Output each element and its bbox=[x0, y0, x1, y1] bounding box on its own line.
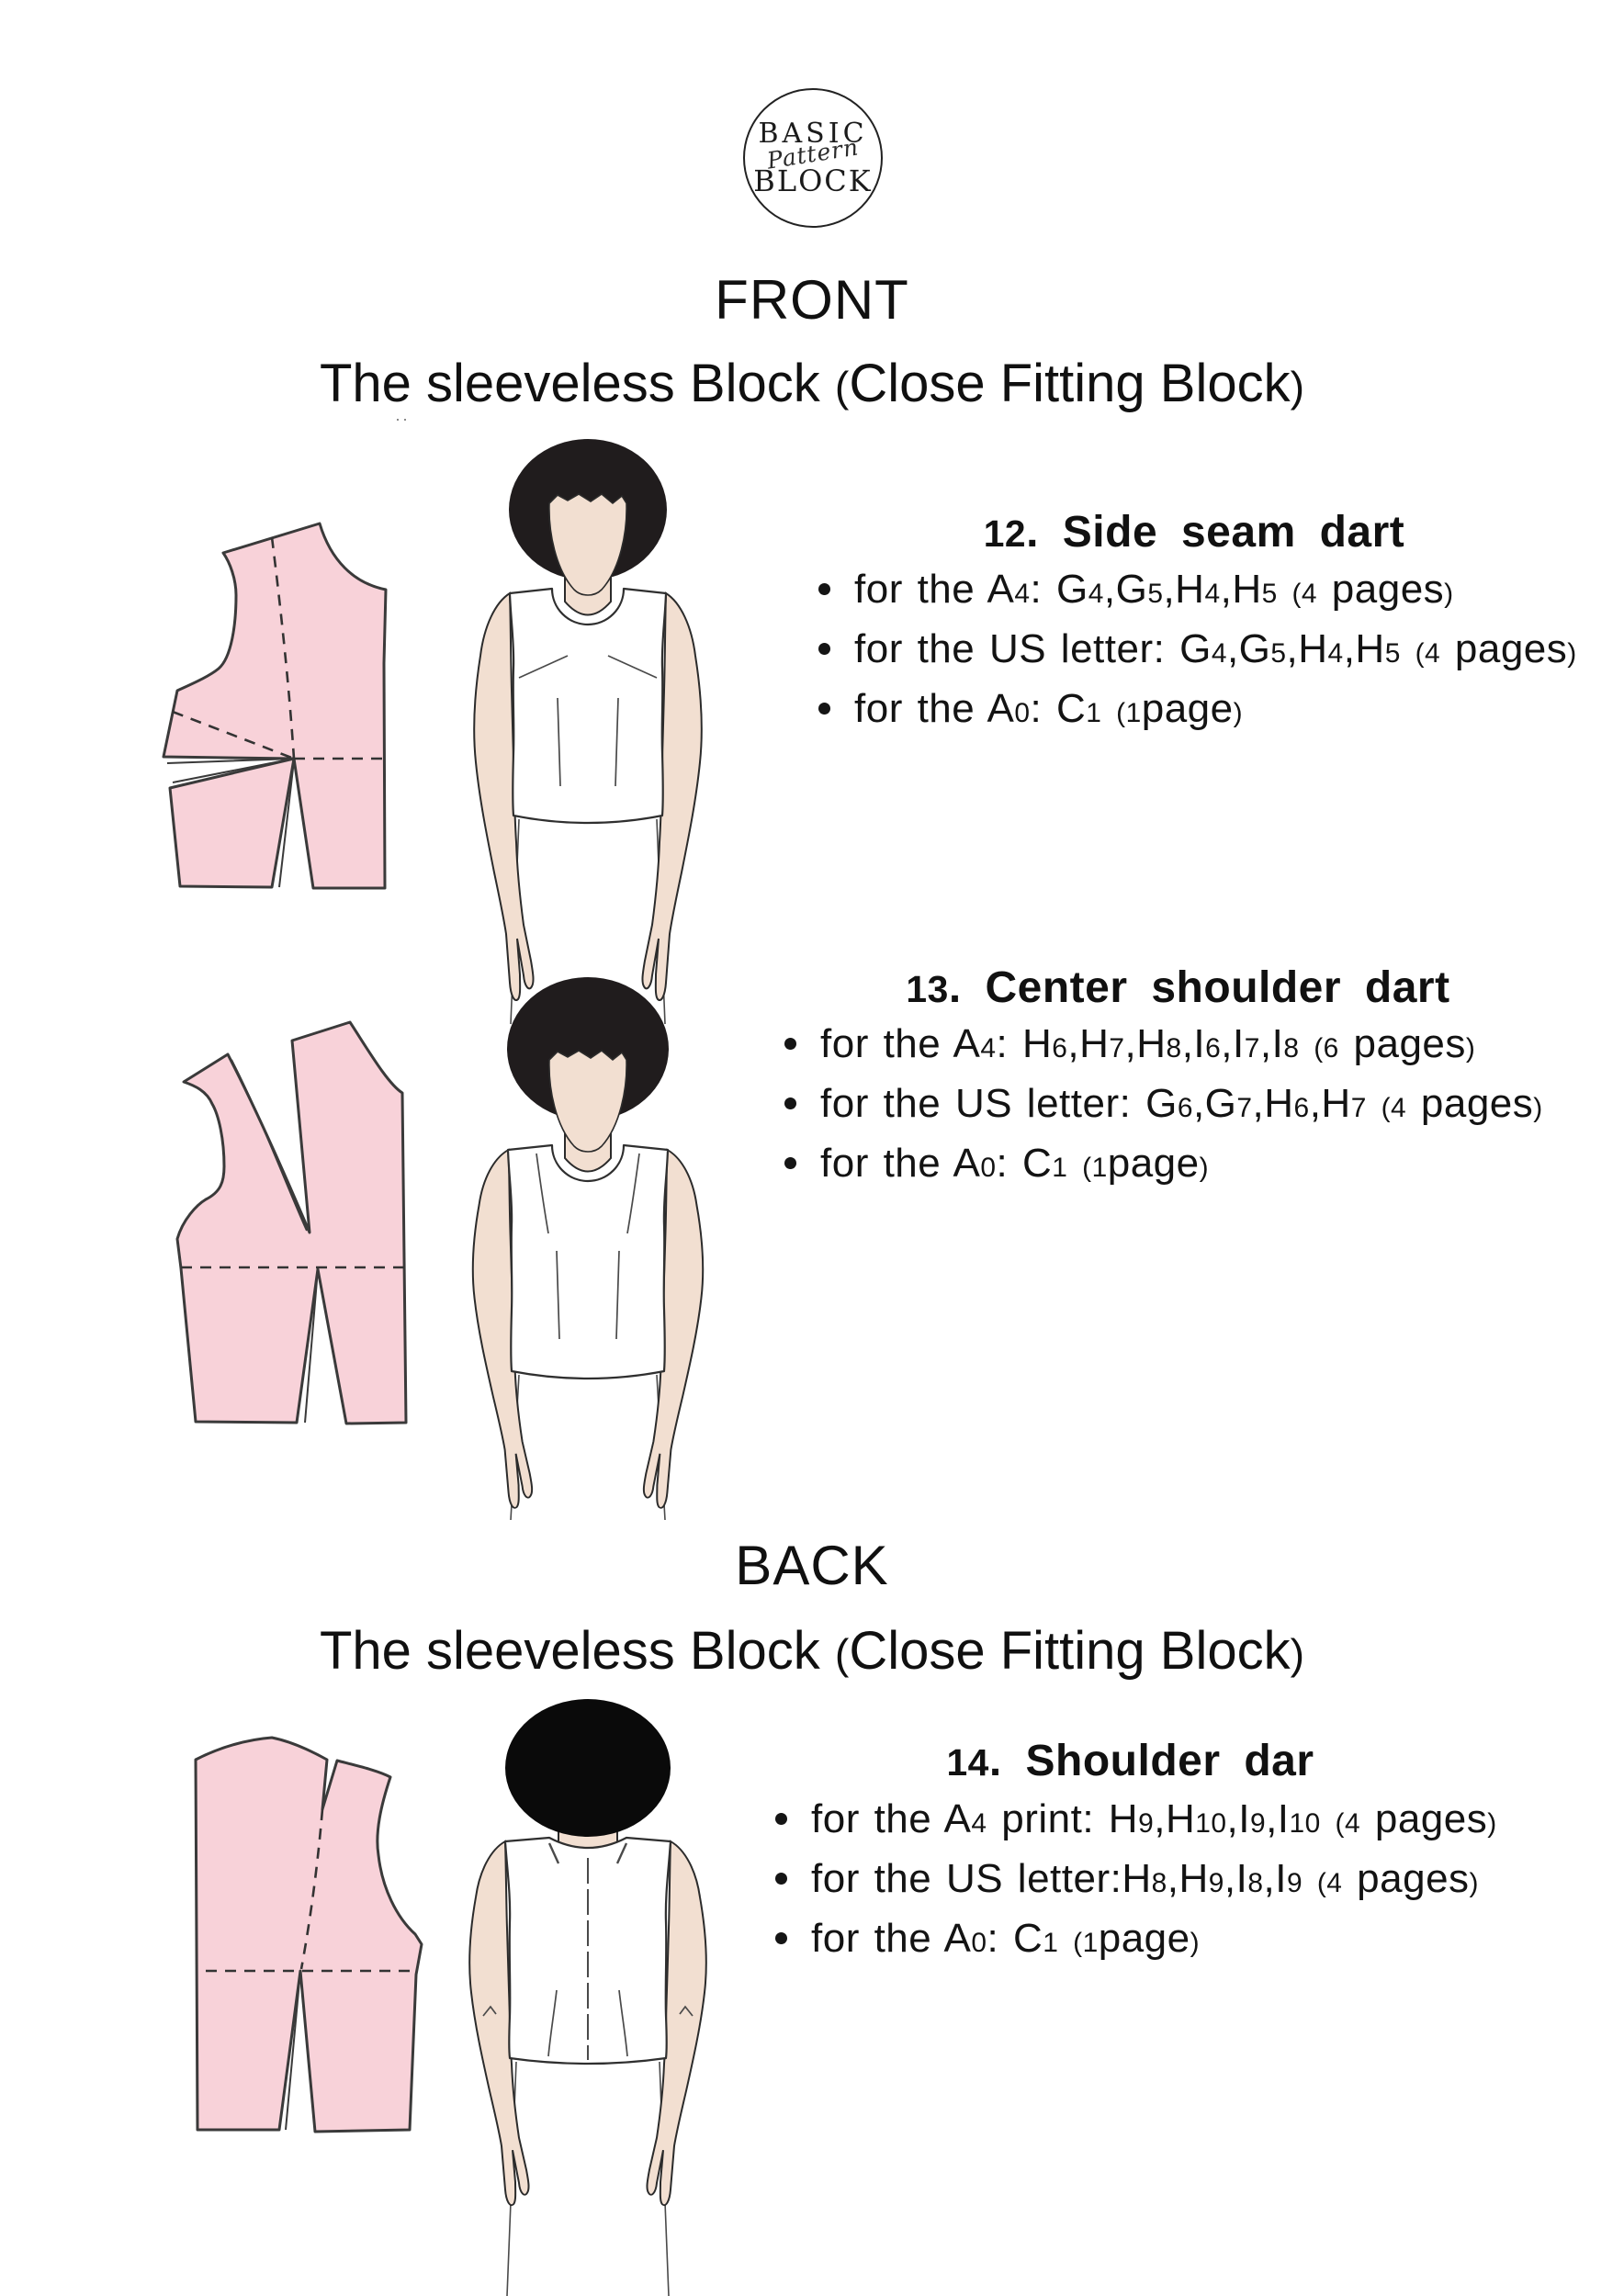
shoulder-dart-lines bbox=[536, 1153, 640, 1234]
list-item: for the A4 print: H9,H10,I9,I10 (4 pages… bbox=[769, 1789, 1497, 1849]
front-heading: FRONT bbox=[715, 269, 909, 331]
shoulder-dart-marks bbox=[547, 1842, 628, 1864]
bullet-icon bbox=[775, 1813, 787, 1825]
bullet-text: for the US letter: G4,G5,H4,H5 (4 pages) bbox=[854, 625, 1577, 671]
bullet-text: for the A4 print: H9,H10,I9,I10 (4 pages… bbox=[811, 1795, 1497, 1841]
list-item: for the US letter: G4,G5,H4,H5 (4 pages) bbox=[812, 619, 1577, 679]
bullet-text: for the A0: C1 (1page) bbox=[820, 1140, 1210, 1186]
hair bbox=[507, 977, 669, 1120]
skirt bbox=[511, 1373, 665, 1520]
skirt bbox=[507, 2060, 671, 2296]
dart-cut-sliver bbox=[166, 758, 295, 888]
pattern-piece-side-seam-dart-illustration bbox=[162, 522, 388, 890]
bullet-icon bbox=[784, 1038, 796, 1050]
bullet-icon bbox=[818, 643, 830, 655]
waist-dart-lines bbox=[547, 1989, 628, 2057]
list-item: for the A0: C1 (1page) bbox=[769, 1908, 1497, 1968]
face bbox=[548, 493, 627, 596]
list-item: for the A0: C1 (1page) bbox=[812, 679, 1577, 738]
list-item: for the A4: H6,H7,H8,I6,I7,I8 (6 pages) bbox=[778, 1014, 1543, 1074]
construction-dashed-lines bbox=[206, 1808, 415, 1973]
section-14-bullet-list: for the A4 print: H9,H10,I9,I10 (4 pages… bbox=[769, 1789, 1497, 1968]
pattern-outline bbox=[194, 1736, 423, 2133]
skirt bbox=[511, 817, 665, 1024]
figure-front-side-seam-dart-illustration bbox=[473, 439, 703, 1024]
list-item: for the A0: C1 (1page) bbox=[778, 1133, 1543, 1193]
bullet-text: for the A0: C1 (1page) bbox=[811, 1915, 1201, 1961]
bullet-text: for the A4: G4,G5,H4,H5 (4 pages) bbox=[854, 566, 1454, 612]
sleeveless-top-back bbox=[503, 1836, 672, 2065]
pattern-outline bbox=[162, 522, 388, 890]
list-item: for the US letter: G6,G7,H6,H7 (4 pages) bbox=[778, 1074, 1543, 1133]
bullet-icon bbox=[818, 583, 830, 595]
bullet-text: for the US letter: G6,G7,H6,H7 (4 pages) bbox=[820, 1080, 1543, 1126]
elbow-marks bbox=[482, 2005, 694, 2017]
construction-dashed-lines bbox=[172, 536, 384, 760]
bullet-text: for the A4: H6,H7,H8,I6,I7,I8 (6 pages) bbox=[820, 1020, 1476, 1066]
logo-word-basic: BASIC bbox=[758, 118, 868, 150]
brand-logo: BASIC Pattern BLOCK bbox=[743, 88, 883, 228]
section-12-bullet-list: for the A4: G4,G5,H4,H5 (4 pages) for th… bbox=[812, 559, 1577, 738]
pattern-piece-back-shoulder-dart-illustration bbox=[194, 1736, 423, 2133]
section-13-title: 13. Center shoulder dart bbox=[906, 963, 1450, 1012]
waist-dart-lines bbox=[557, 697, 619, 787]
hair-back-of-head bbox=[505, 1699, 671, 1837]
sleeveless-top bbox=[506, 1143, 670, 1380]
bullet-icon bbox=[775, 1873, 787, 1885]
bullet-icon bbox=[818, 703, 830, 715]
bullet-icon bbox=[784, 1157, 796, 1169]
bullet-text: for the A0: C1 (1page) bbox=[854, 685, 1244, 731]
back-subtitle: The sleeveless Block (Close Fitting Bloc… bbox=[319, 1621, 1305, 1681]
dart-cut-sliver bbox=[285, 1970, 301, 2131]
figure-front-center-shoulder-dart-illustration bbox=[471, 977, 705, 1520]
section-14-title: 14. Shoulder dar bbox=[946, 1737, 1314, 1785]
front-subtitle: The sleeveless Block (Close Fitting Bloc… bbox=[319, 354, 1305, 413]
bullet-icon bbox=[784, 1097, 796, 1109]
figure-back-shoulder-dart-illustration bbox=[468, 1699, 707, 2296]
face bbox=[548, 1050, 627, 1153]
side-seam-dart-lines bbox=[518, 655, 658, 679]
bullet-icon bbox=[775, 1932, 787, 1944]
section-12-title: 12. Side seam dart bbox=[983, 508, 1405, 557]
logo-word-block: BLOCK bbox=[753, 163, 873, 198]
stray-dots-mark: ·· bbox=[395, 410, 410, 428]
waist-dart-lines bbox=[556, 1250, 620, 1340]
back-heading: BACK bbox=[735, 1535, 889, 1596]
dart-cut-sliver bbox=[231, 1059, 319, 1424]
pattern-outline bbox=[175, 1020, 408, 1425]
list-item: for the US letter:H8,H9,I8,I9 (4 pages) bbox=[769, 1849, 1497, 1908]
pattern-piece-center-shoulder-dart-illustration bbox=[175, 1020, 408, 1425]
list-item: for the A4: G4,G5,H4,H5 (4 pages) bbox=[812, 559, 1577, 619]
bullet-text: for the US letter:H8,H9,I8,I9 (4 pages) bbox=[811, 1855, 1480, 1901]
section-13-bullet-list: for the A4: H6,H7,H8,I6,I7,I8 (6 pages) … bbox=[778, 1014, 1543, 1193]
sleeveless-top bbox=[508, 587, 668, 825]
